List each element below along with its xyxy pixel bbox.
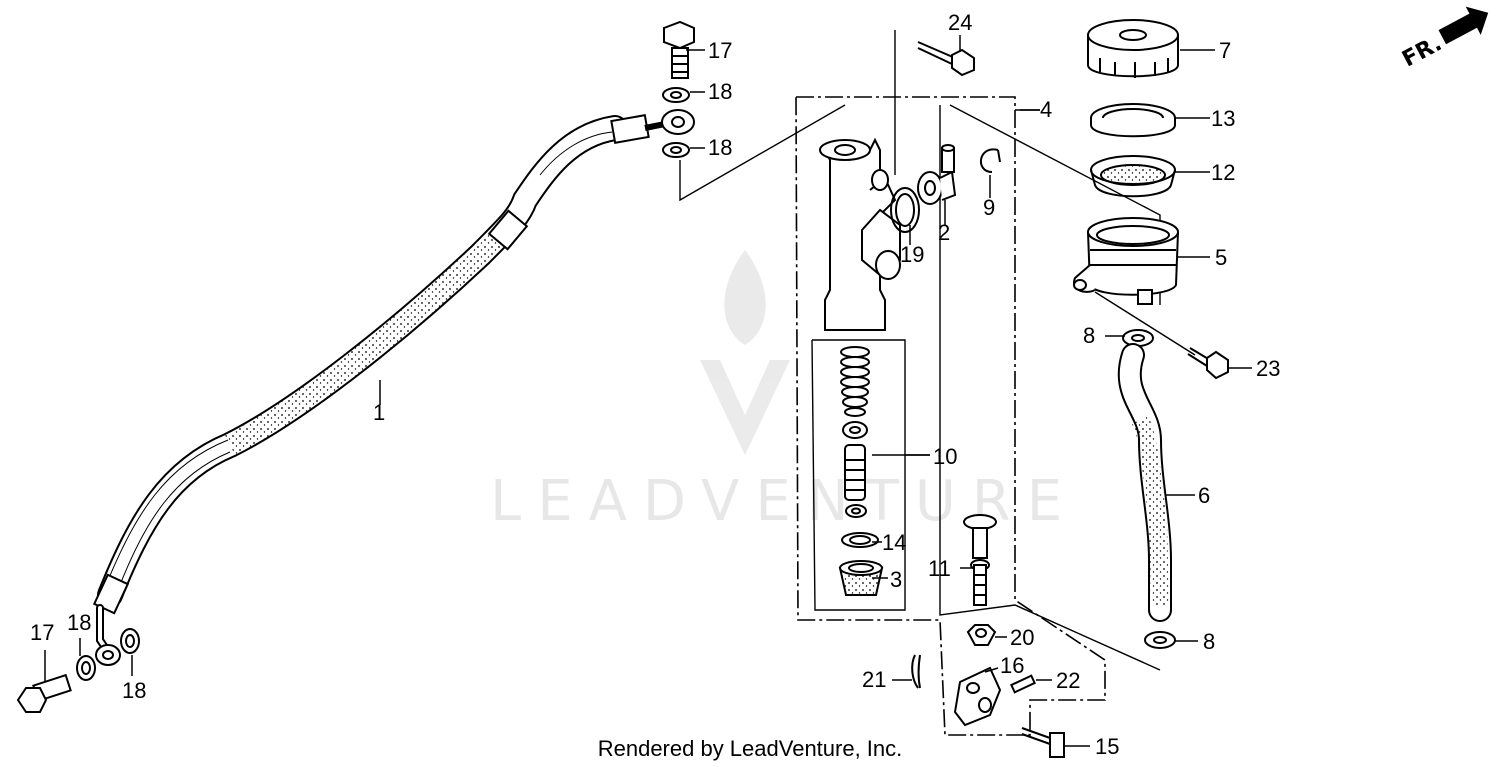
clevis-pin [1021,727,1065,758]
piston [844,444,866,501]
callout-24: 24 [948,10,972,35]
banjo-bolt-top [663,20,695,79]
spring [840,346,870,417]
push-rod [963,514,997,606]
callout-6: 6 [1198,483,1210,508]
front-direction-label: FR. [1398,31,1446,72]
callout-12: 12 [1211,160,1235,185]
callout-11: 11 [928,556,951,581]
mounting-bolt-upper [917,41,975,77]
callout-23: 23 [1256,356,1280,381]
callout-18-top-lower: 18 [708,135,732,160]
callout-2: 2 [938,220,950,245]
secondary-cup [845,504,867,518]
callout-8-lower: 8 [1203,629,1215,654]
callout-5: 5 [1215,245,1227,270]
sealing-washer-top-upper [662,87,690,103]
hose-joint [917,144,957,205]
sealing-washer-top-lower [662,142,690,158]
callout-4: 4 [1040,97,1052,122]
hose-clip-upper [1122,329,1154,347]
master-cylinder-assembly-outline [795,96,1106,736]
joint-pin [1010,674,1036,694]
cotter-pin [911,654,921,689]
callout-leaders [44,35,1252,747]
callout-10: 10 [933,444,957,469]
front-direction-indicator: FR. [1398,6,1489,72]
callout-1: 1 [373,400,385,425]
circlip [979,148,1001,173]
circlip-seat [841,532,879,548]
reservoir [1073,217,1179,305]
reservoir-diaphragm [1090,155,1176,198]
front-arrow-icon [1438,6,1489,45]
callout-14: 14 [882,530,906,555]
sealing-washer-bottom-right [120,628,140,654]
watermark-logo [700,250,790,455]
callout-18-bottom-left: 18 [67,610,91,635]
o-ring [890,187,920,233]
reservoir-cap [1087,19,1179,78]
boot [838,560,884,596]
callout-17-top: 17 [708,38,732,63]
footer-credit: Rendered by LeadVenture, Inc. [597,736,903,761]
hose-clip-lower [1144,631,1176,649]
reservoir-mounting-bolt [1094,291,1229,380]
leader-lines [679,30,1161,671]
lock-nut [966,624,997,646]
callout-18-top-upper: 18 [708,79,732,104]
callout-9: 9 [983,195,995,220]
callout-16: 16 [1000,653,1024,678]
callout-numbers: 1 2 3 4 5 6 7 8 8 9 10 11 12 13 14 15 16… [30,10,1280,759]
callout-8-upper: 8 [1083,323,1095,348]
reservoir-plate [1090,103,1176,138]
callout-3: 3 [890,567,902,592]
callout-13: 13 [1211,106,1235,131]
reservoir-hose [1117,343,1172,622]
callout-7: 7 [1219,38,1231,63]
callout-15: 15 [1095,734,1119,759]
brake-hose [92,109,695,666]
callout-17-bottom: 17 [30,620,54,645]
banjo-bolt-bottom [16,673,72,713]
callout-19: 19 [900,242,924,267]
callout-21: 21 [862,667,886,692]
push-rod-joint [953,666,1002,727]
callout-22: 22 [1056,668,1080,693]
primary-cup [842,421,868,439]
callout-18-bottom-right: 18 [122,678,146,703]
callout-20: 20 [1010,625,1034,650]
master-cylinder-body [819,137,901,331]
sealing-washer-bottom-left [76,655,96,681]
